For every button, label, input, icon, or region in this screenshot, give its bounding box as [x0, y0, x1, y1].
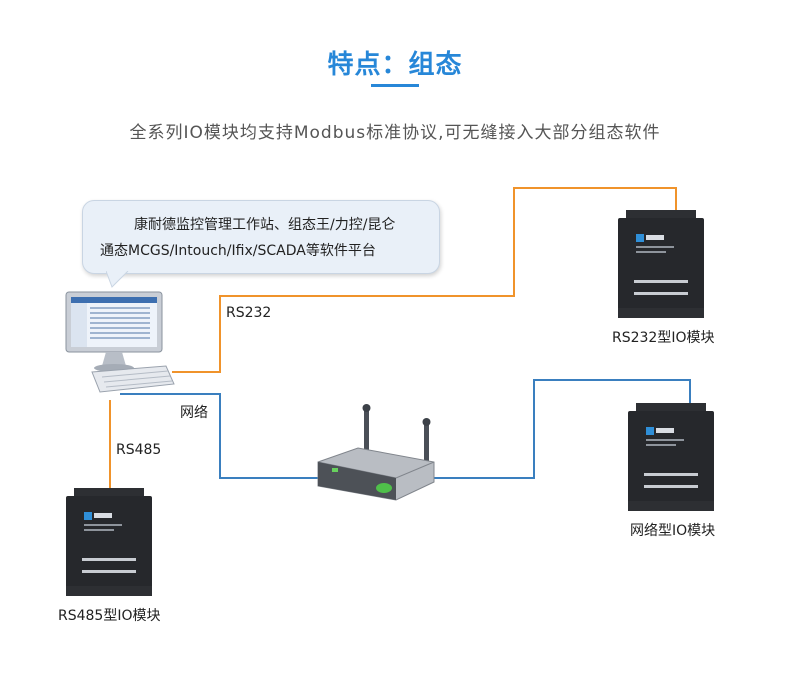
computer-icon	[65, 291, 175, 393]
rs232-module-label: RS232型IO模块	[612, 330, 715, 346]
network-line-left	[120, 393, 322, 479]
page-title: 特点：组态	[327, 50, 463, 80]
software-bubble	[82, 200, 440, 274]
network-module-label: 网络型IO模块	[630, 523, 716, 539]
bubble-line-1: 康耐德监控管理工作站、组态王/力控/昆仑	[134, 217, 396, 233]
network-line-right	[430, 379, 691, 479]
rs232-line	[172, 187, 677, 373]
network-connection-label: 网络	[180, 405, 208, 421]
rs485-io-module-icon	[66, 488, 152, 596]
rs232-io-module-icon	[618, 210, 704, 318]
rs485-module-label: RS485型IO模块	[58, 608, 161, 624]
rs485-connection-label: RS485	[116, 442, 162, 458]
bubble-tail	[106, 271, 129, 288]
title-underline	[371, 84, 419, 87]
rs232-connection-label: RS232	[226, 305, 272, 321]
page-subtitle: 全系列IO模块均支持Modbus标准协议,可无缝接入大部分组态软件	[129, 123, 661, 143]
router-icon	[317, 404, 435, 501]
network-io-module-icon	[628, 403, 714, 511]
bubble-line-2: 通态MCGS/Intouch/Ifix/SCADA等软件平台	[100, 243, 376, 259]
